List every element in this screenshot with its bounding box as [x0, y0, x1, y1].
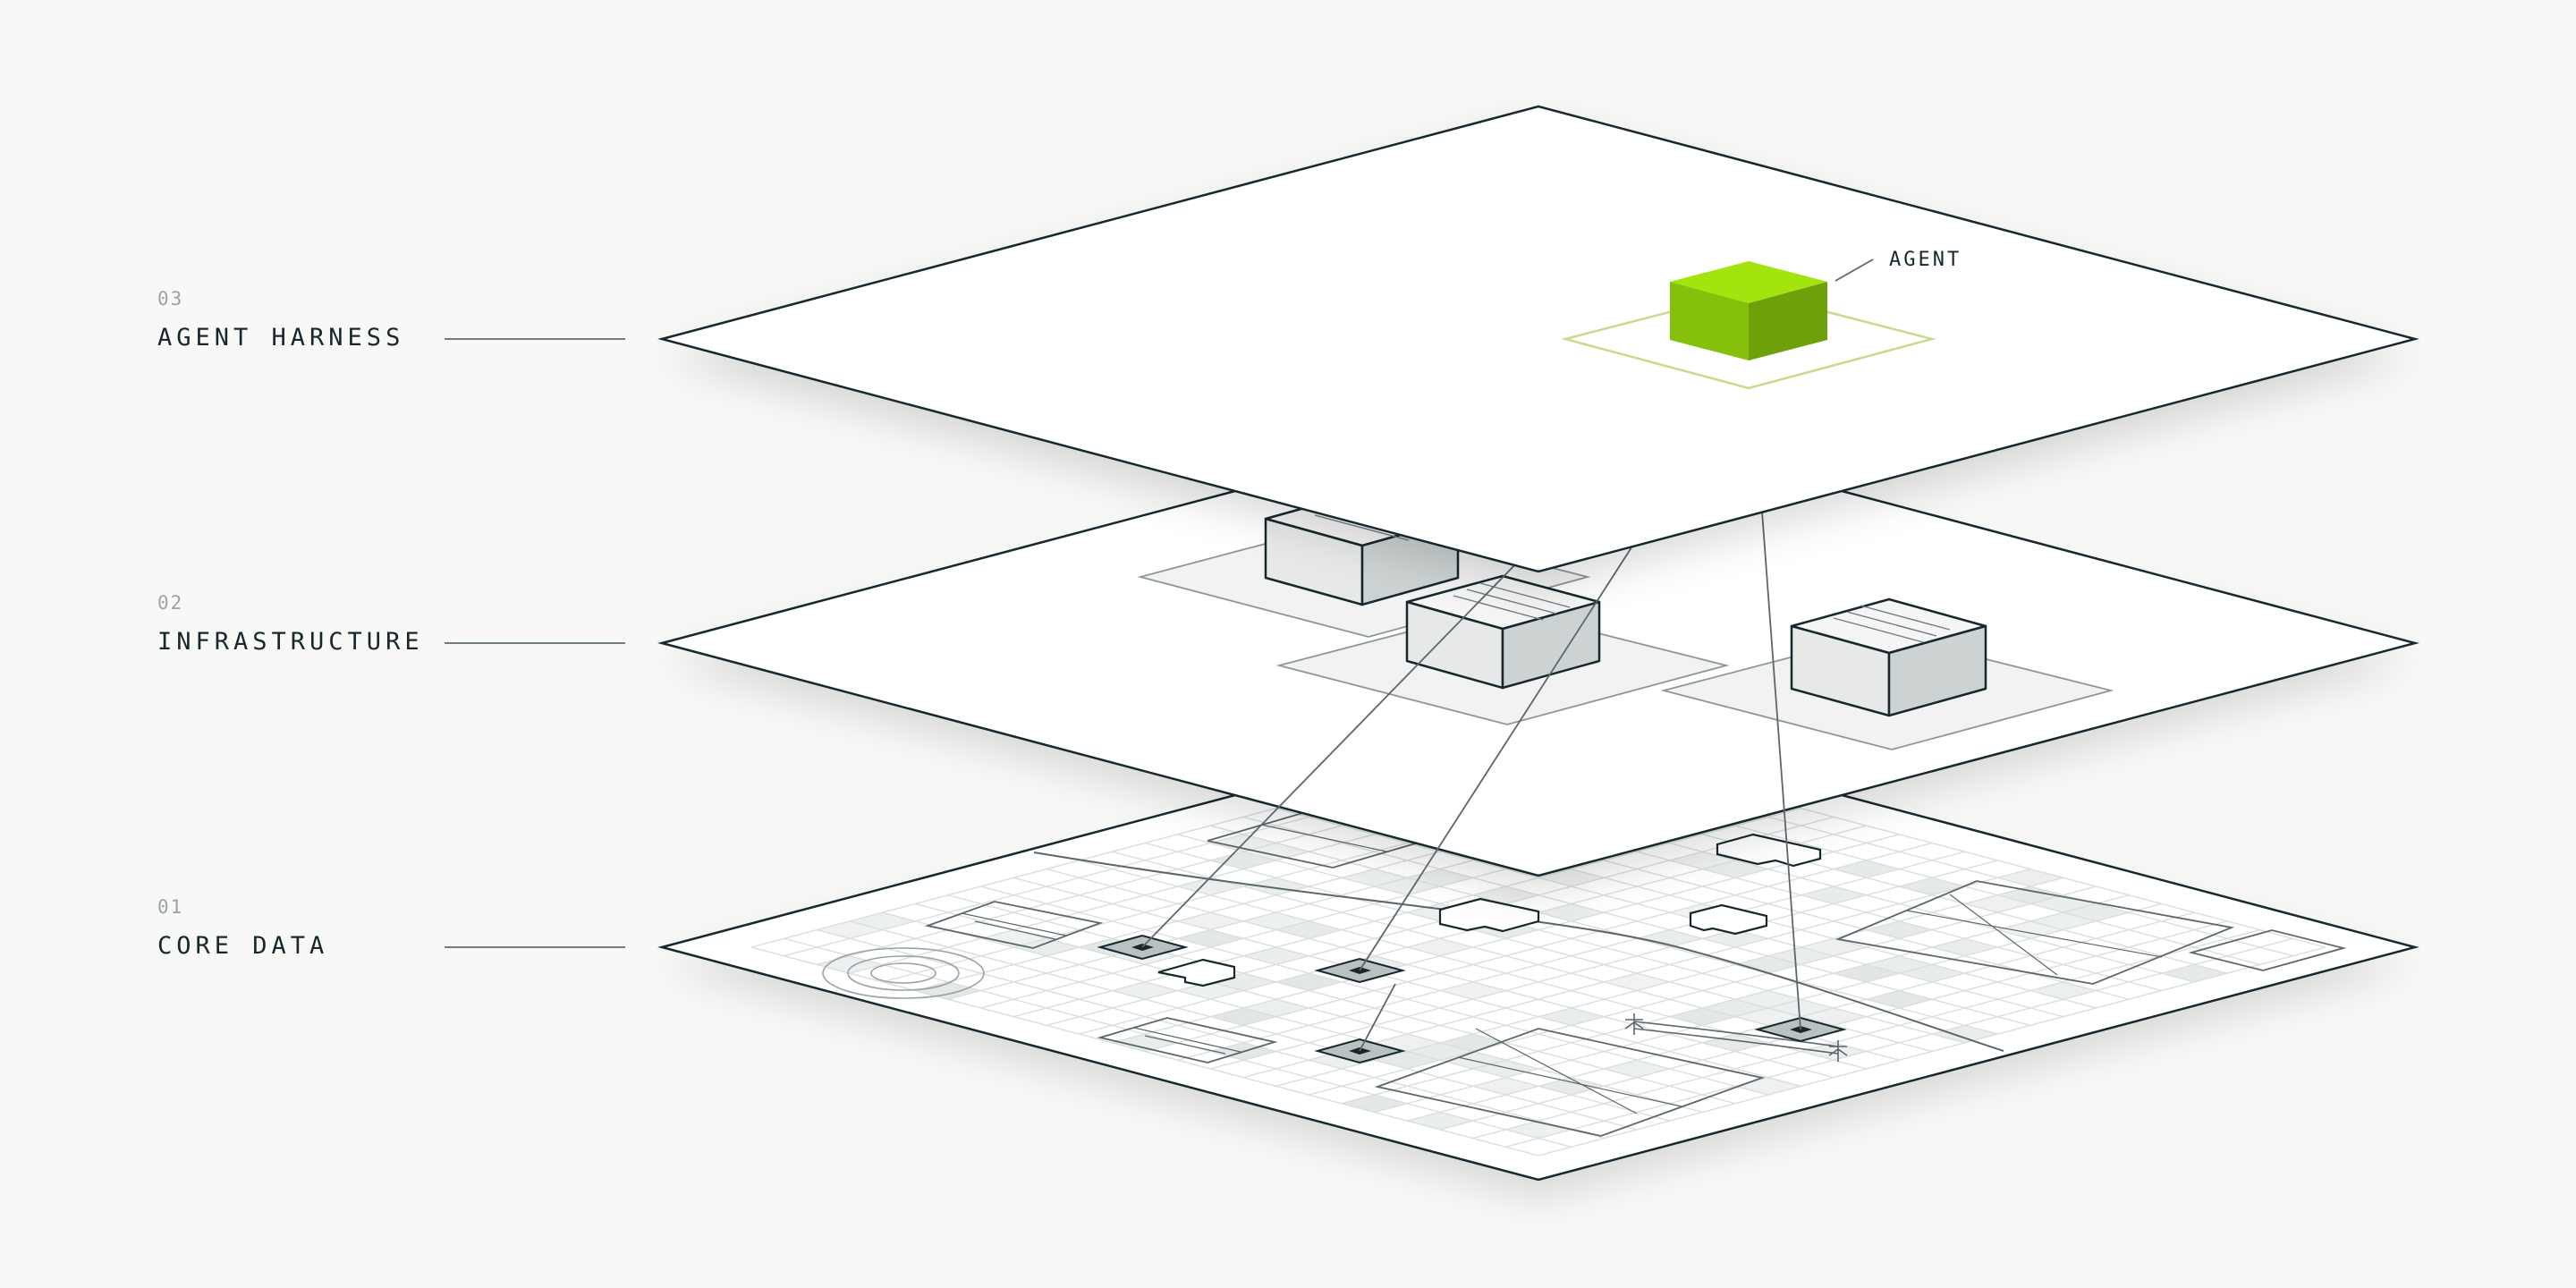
- agent-block: [1670, 261, 1827, 360]
- plane-surface: [657, 105, 2419, 573]
- layer-label-core-data: 01 CORE DATA: [157, 896, 328, 960]
- layer-number: 03: [157, 288, 184, 309]
- grid-cell: [1407, 938, 1473, 956]
- grid-cell: [1801, 938, 1867, 956]
- grid-cell: [1899, 964, 1965, 982]
- road-curve: [1033, 852, 2004, 1052]
- agent-label: AGENT: [1889, 249, 1962, 271]
- layer-number: 02: [157, 592, 184, 614]
- server-block: [1405, 574, 1601, 690]
- grid-cell: [1735, 990, 1801, 1008]
- grid-cell: [1834, 964, 1900, 982]
- grid-cell: [1505, 1121, 1572, 1139]
- grid-cell: [1866, 990, 1932, 1008]
- layer-title: AGENT HARNESS: [157, 324, 405, 352]
- layer-label-agent-harness: 03 AGENT HARNESS: [157, 288, 404, 352]
- agent-leader-line: [1835, 258, 1874, 282]
- plane-agent-harness: AGENT: [657, 105, 2419, 589]
- grid-line: [1407, 911, 2195, 1122]
- contour-lines: [822, 947, 985, 999]
- grid-cell: [2161, 964, 2227, 982]
- grid-line: [1472, 928, 2260, 1140]
- grid-cell: [1997, 886, 2063, 904]
- layer-label-infrastructure: 02 INFRASTRUCTURE: [157, 592, 424, 656]
- connector-lines: [1141, 511, 1801, 1052]
- plane-infrastructure: [657, 409, 2419, 894]
- grid-line: [1538, 946, 2326, 1157]
- grid-cell: [1013, 938, 1080, 956]
- grid-cell: [1997, 869, 2063, 887]
- parcel-subdivisions: [961, 824, 2163, 1114]
- grid-cell: [817, 920, 883, 939]
- building-footprints: [1157, 833, 1822, 987]
- grid-cell: [1932, 938, 1998, 956]
- grid-cell: [1899, 877, 1965, 895]
- layer-title: CORE DATA: [157, 932, 329, 960]
- grid-cell: [1997, 920, 2063, 939]
- grid-cell: [817, 955, 883, 974]
- grid-line: [1439, 920, 2228, 1131]
- grid-lines: [750, 738, 2326, 1157]
- layer-title: INFRASTRUCTURE: [157, 628, 424, 656]
- grid-cell: [1801, 1042, 1867, 1061]
- layer-number: 01: [157, 896, 184, 918]
- server-block: [1790, 597, 1987, 717]
- leader-line-core-data: [445, 946, 625, 948]
- power-line: [1624, 1013, 1848, 1062]
- leader-line-infrastructure: [445, 642, 625, 644]
- grid-cell: [1407, 1042, 1473, 1061]
- grid-cell: [1342, 1095, 1408, 1113]
- leader-line-agent-harness: [445, 338, 625, 340]
- grid-line: [1505, 937, 2293, 1148]
